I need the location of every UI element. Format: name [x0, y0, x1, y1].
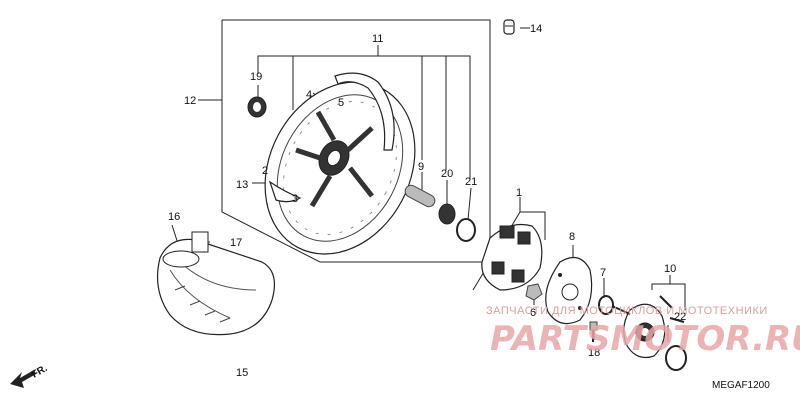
seal-21	[456, 218, 476, 242]
callout-2: 2	[262, 165, 268, 177]
callout-19: 19	[250, 71, 262, 83]
wheel-group-frame	[221, 19, 491, 263]
callout-20: 20	[441, 168, 453, 180]
callout-4: 4	[306, 89, 312, 101]
bearing-20	[438, 203, 456, 225]
front-direction-marker: FR.	[10, 363, 50, 388]
callout-7: 7	[600, 267, 606, 279]
callout-15: 15	[236, 367, 248, 379]
rear-wheel	[264, 81, 416, 255]
nut-6	[525, 283, 543, 301]
tube-16	[162, 250, 200, 268]
callout-18: 18	[588, 347, 600, 359]
wheel-cover-part	[334, 72, 395, 151]
collar-9	[404, 184, 436, 208]
bolt-18	[589, 321, 598, 342]
hub-10	[611, 295, 685, 359]
callout-10: 10	[664, 263, 676, 275]
callout-6: 6	[530, 307, 536, 319]
callout-14: 14	[530, 23, 542, 35]
front-marker-label: FR.	[30, 363, 50, 381]
diagram-code: MEGAF1200	[712, 380, 770, 391]
bearing-19	[247, 96, 267, 118]
tire-strip-part	[268, 180, 302, 203]
callout-1: 1	[516, 187, 522, 199]
callout-3: 3	[292, 193, 298, 205]
callout-12: 12	[184, 95, 196, 107]
callout-11: 11	[372, 33, 383, 45]
callout-17: 17	[230, 237, 242, 249]
callout-22: 22	[674, 311, 686, 323]
watermark-brand: PARTSMOTOR.RU	[490, 319, 800, 359]
watermark-tagline: ЗАПЧАСТИ ДЛЯ МОТОЦИКЛОВ И МОТОТЕХНИКИ	[486, 305, 768, 317]
rim-strip-17	[191, 231, 209, 253]
callout-13: 13	[236, 179, 248, 191]
damper-1	[481, 223, 543, 291]
bracket-11	[257, 55, 471, 180]
callout-16: 16	[168, 211, 180, 223]
callout-21: 21	[465, 176, 477, 188]
circlip-22	[665, 345, 687, 371]
washer-7	[598, 295, 614, 315]
flange-plate-8	[545, 256, 593, 325]
bracket-10	[651, 283, 686, 310]
callout-9: 9	[418, 161, 424, 173]
callout-8: 8	[569, 231, 575, 243]
callout-5: 5	[338, 97, 344, 109]
clip-14	[503, 19, 515, 35]
